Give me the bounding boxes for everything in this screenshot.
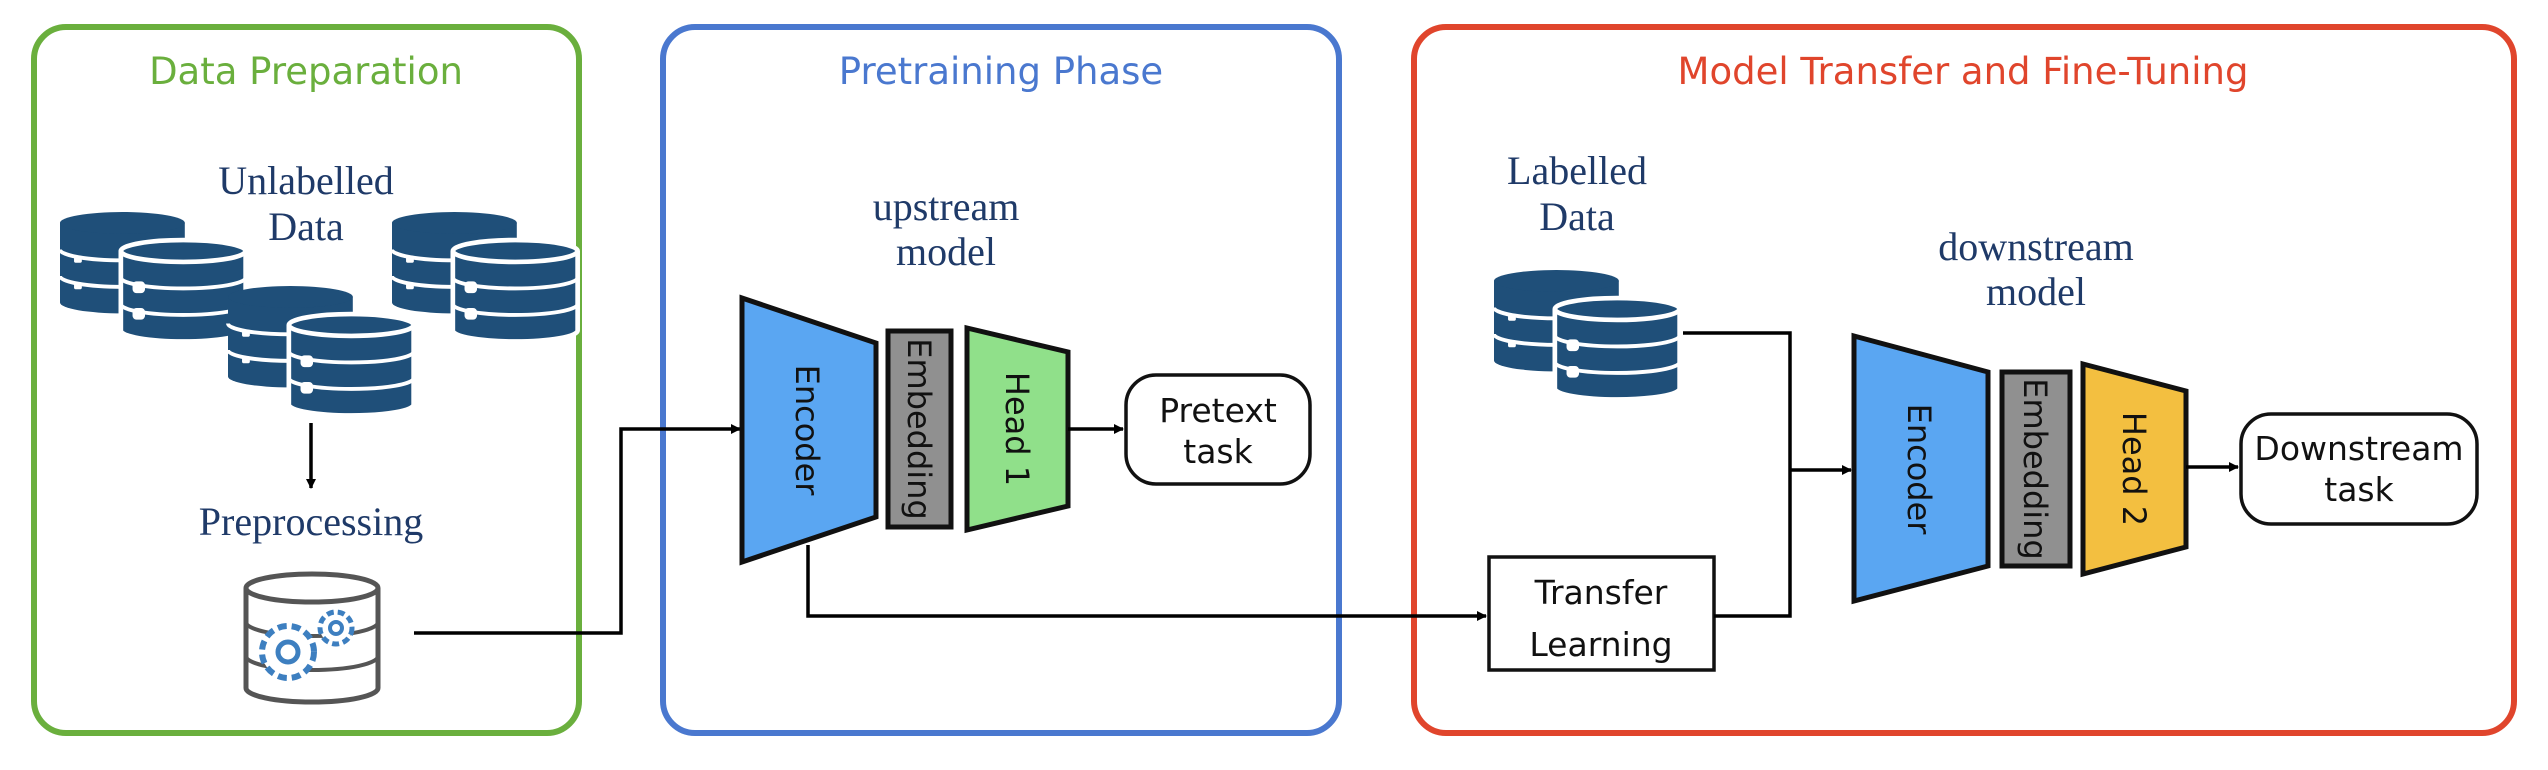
- pretext-task-label-2: task: [1183, 432, 1253, 471]
- arrow-labelled-data-merge: [1683, 331, 1792, 470]
- upstream-encoder-label: Encoder: [788, 365, 826, 497]
- transfer-learning-label: Transfer: [1534, 573, 1668, 612]
- upstream-head-block: [964, 324, 1071, 534]
- arrow-transfer-merge: [1714, 470, 1792, 618]
- labelled-data-label: Labelled: [1507, 148, 1647, 193]
- pretext-task-box: [1124, 373, 1312, 486]
- database-icon: [1494, 270, 1680, 399]
- downstream-encoder-block: [1851, 332, 1991, 605]
- upstream-embedding-label: Embedding: [900, 338, 938, 520]
- pretext-task-label: Pretext: [1159, 391, 1277, 430]
- upstream-model-label-2: model: [896, 229, 996, 274]
- downstream-task-label-2: task: [2324, 470, 2394, 509]
- upstream-model-label: upstream: [873, 184, 1020, 229]
- downstream-embedding-label: Embedding: [2016, 378, 2054, 560]
- data-preparation-panel: [31, 24, 582, 736]
- upstream-head-label: Head 1: [998, 372, 1036, 486]
- downstream-model-label: downstream: [1938, 224, 2134, 269]
- arrow-preprocessing-to-encoder: [414, 424, 741, 635]
- transfer-learning-label-2: Learning: [1529, 625, 1672, 664]
- upstream-embedding-block: [885, 328, 954, 530]
- downstream-task-box: [2239, 412, 2479, 526]
- unlabelled-data-label: Unlabelled: [218, 158, 394, 203]
- downstream-embedding-block: [1999, 369, 2073, 569]
- labelled-data-label-2: Data: [1539, 194, 1615, 239]
- preprocessing-label: Preprocessing: [199, 499, 423, 544]
- upstream-encoder-block: [739, 294, 879, 566]
- transfer-title: Model Transfer and Fine-Tuning: [1678, 50, 2249, 93]
- downstream-encoder-label: Encoder: [1900, 404, 1938, 536]
- preprocessing-gears-icon: [243, 571, 381, 705]
- arrow-encoder-to-transfer: [806, 545, 1487, 621]
- pretraining-panel: [660, 24, 1342, 736]
- transfer-panel: [1411, 24, 2517, 736]
- downstream-head-label: Head 2: [2115, 412, 2153, 526]
- downstream-head-block: [2080, 360, 2189, 578]
- transfer-learning-box: [1487, 555, 1716, 672]
- unlabelled-data-label-2: Data: [268, 204, 344, 249]
- pretraining-title: Pretraining Phase: [839, 50, 1163, 93]
- downstream-task-label: Downstream: [2254, 429, 2463, 468]
- downstream-model-label-2: model: [1986, 269, 2086, 314]
- data-preparation-title: Data Preparation: [149, 50, 463, 93]
